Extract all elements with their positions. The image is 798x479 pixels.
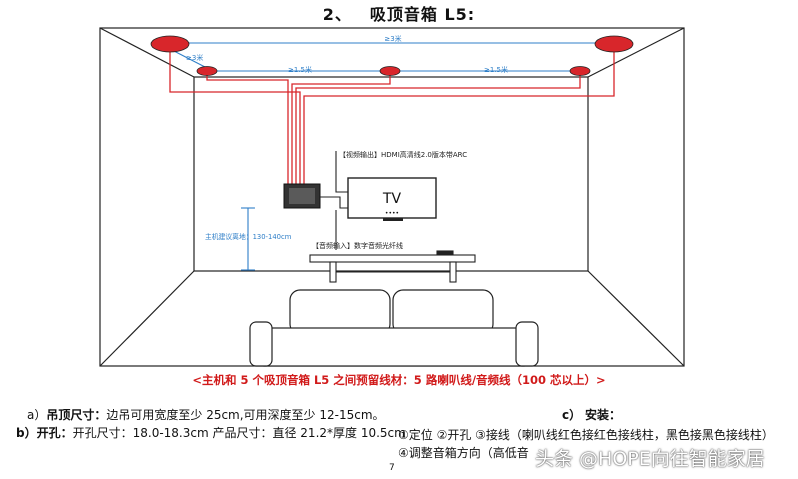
tv-dots: •••• <box>385 210 399 217</box>
tv-cabinet-leg <box>449 261 457 283</box>
section-number: 2、 <box>322 5 352 24</box>
ceiling-speakers <box>150 35 634 76</box>
speaker-icon <box>379 66 401 76</box>
sofa-arm-right <box>515 321 539 367</box>
install-step-1: ①定位 ②开孔 ③接线（喇叭线红色接红色接线柱，黑色接黑色接线柱） <box>398 428 774 442</box>
speaker-wire <box>295 72 581 185</box>
speaker-icon <box>196 66 218 76</box>
section-title: 吸顶音箱 L5: <box>369 5 476 24</box>
speaker-wire <box>303 50 615 185</box>
sofa-arm-left <box>249 321 273 367</box>
page-number: 7 <box>389 463 395 473</box>
spec-c-label: 安装： <box>584 408 621 422</box>
spec-a-prefix: a） <box>27 408 47 422</box>
speaker-wire <box>206 71 289 185</box>
install-step-2: ④调整音箱方向（高低音 <box>398 446 529 460</box>
video-output-label: 【视频输出】HDMI高清线2.0版本带ARC <box>339 150 467 159</box>
watermark: 头条 @HOPE向往智能家居 <box>535 448 765 470</box>
spec-a-label: 吊顶尺寸： <box>46 408 107 422</box>
speaker-wire <box>291 72 391 185</box>
speaker-icon <box>150 35 190 53</box>
spec-b-label: 开孔： <box>36 426 73 440</box>
spec-line-a: a）吊顶尺寸：边吊可用宽度至少 25cm,可用深度至少 12-15cm。 <box>27 406 385 423</box>
soundbar <box>436 250 454 256</box>
room-edge <box>587 270 685 367</box>
spacing-right-label: ≥1.5米 <box>484 65 508 74</box>
spec-line-c: c） 安装： <box>562 406 621 423</box>
hdmi-cable <box>320 196 348 209</box>
wiring-caption: <主机和 5 个吸顶音箱 L5 之间预留线材：5 路喇叭线/音频线（100 芯以… <box>192 373 606 387</box>
tv-cabinet-top <box>309 254 476 263</box>
tv-cabinet-leg <box>329 261 337 283</box>
speaker-wire <box>169 50 301 185</box>
spacing-side-label: ≥3米 <box>186 53 203 62</box>
room-edge <box>587 27 685 78</box>
sofa-back-left <box>289 289 391 335</box>
spec-line-b: b）开孔：开孔尺寸：18.0-18.3cm 产品尺寸：直径 21.2*厚度 10… <box>16 424 406 441</box>
sofa-back-right <box>392 289 494 335</box>
dimension-line-side <box>171 49 206 68</box>
back-wall <box>193 76 589 272</box>
speaker-icon <box>569 66 591 76</box>
hdmi-cable <box>335 151 348 193</box>
audio-input-label: 【音频输入】数字音频光纤线 <box>312 241 403 250</box>
room-edge <box>99 27 195 78</box>
speaker-icon <box>594 35 634 53</box>
section-heading: 2、吸顶音箱 L5: <box>0 1 798 25</box>
spec-b-prefix: b） <box>16 426 37 440</box>
spacing-left-label: ≥1.5米 <box>288 65 312 74</box>
spec-b-text: 开孔尺寸：18.0-18.3cm 产品尺寸：直径 21.2*厚度 10.5cm <box>72 426 406 440</box>
spec-a-text: 边吊可用宽度至少 25cm,可用深度至少 12-15cm。 <box>106 408 385 422</box>
room-edge <box>99 270 195 367</box>
tv-stand <box>383 218 403 221</box>
tv-label: TV <box>382 191 402 207</box>
host-screen <box>289 188 315 204</box>
sofa-base <box>263 327 525 367</box>
host-height-label: 主机建议离地：130-140cm <box>205 232 292 241</box>
spec-c-prefix: c） <box>562 408 582 422</box>
spacing-top-label: ≥3米 <box>384 34 401 43</box>
